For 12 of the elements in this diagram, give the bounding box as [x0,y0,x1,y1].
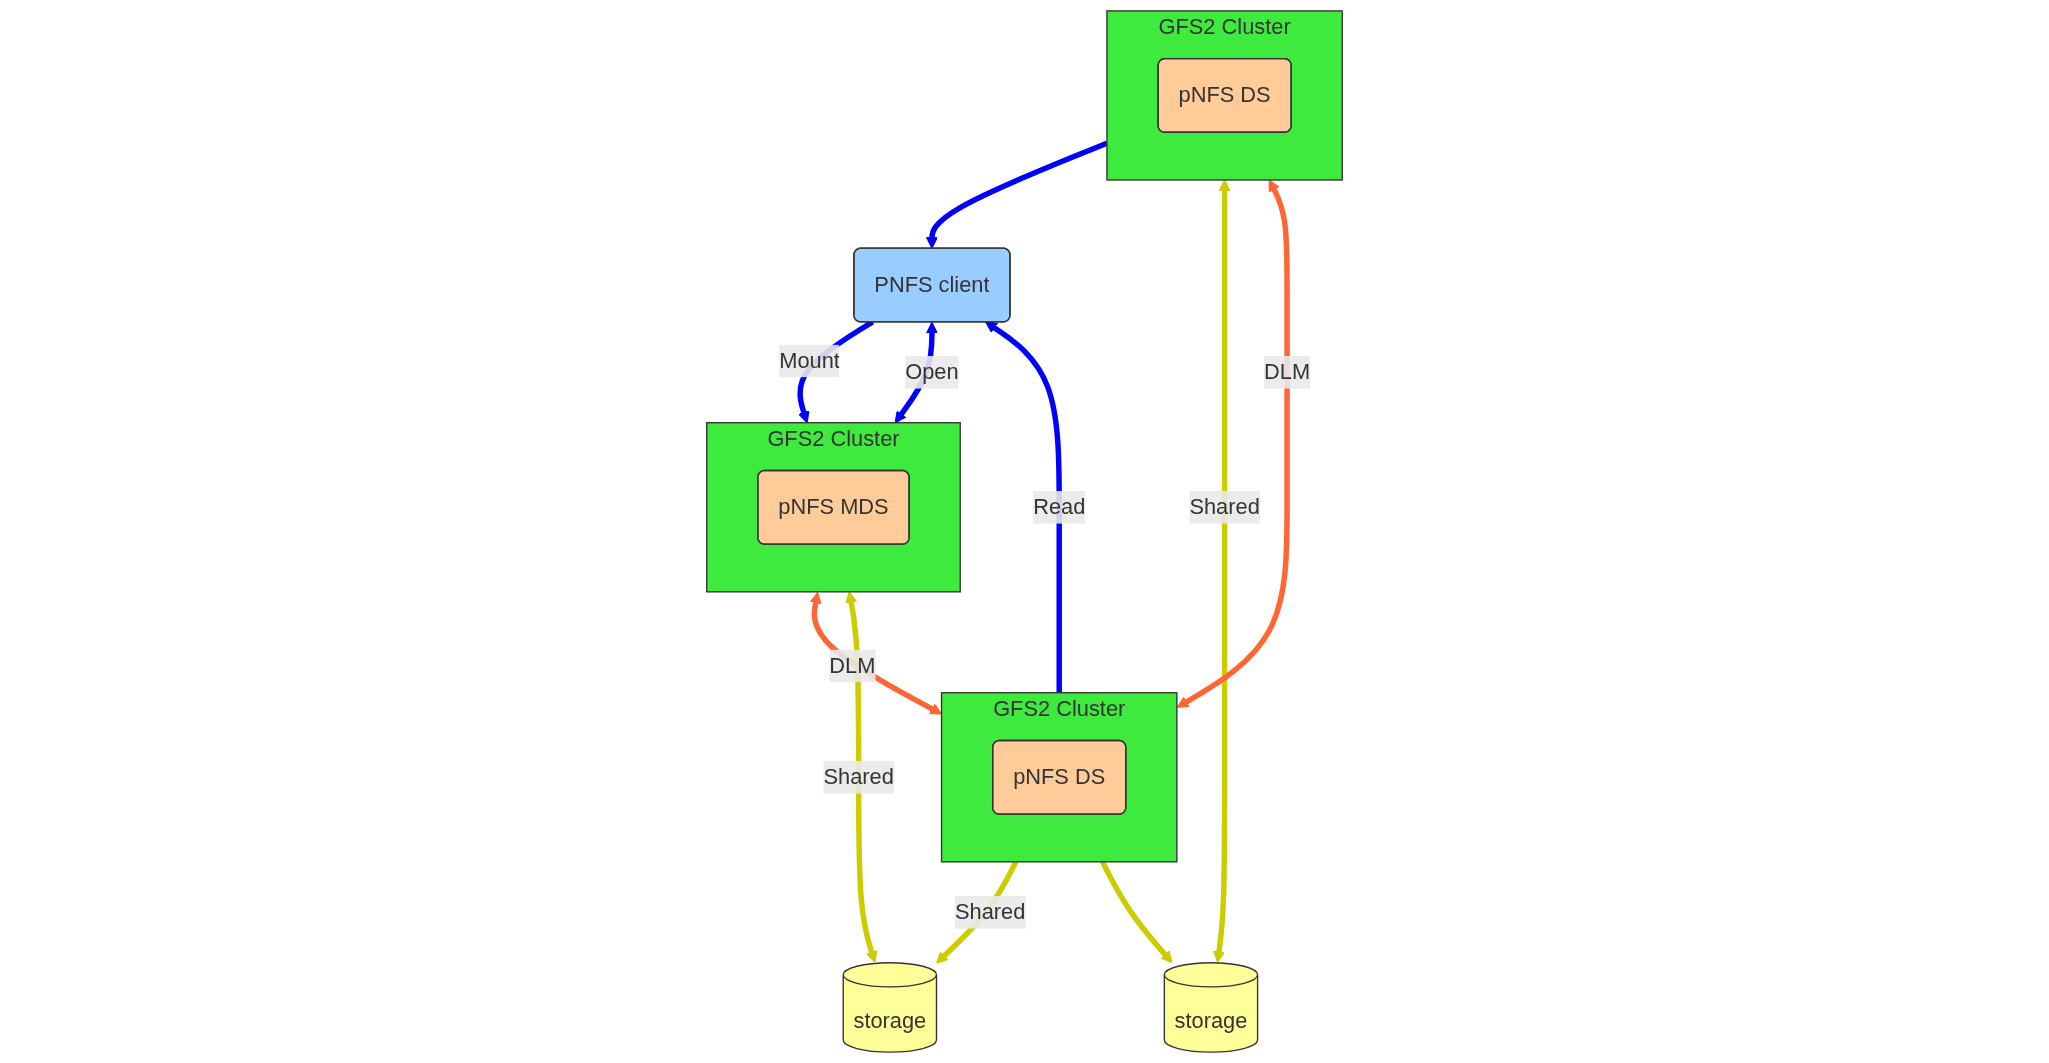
arrow [1176,179,1290,708]
arrow [1100,860,1173,964]
edge-label: DLM [1264,360,1311,384]
edge-label: Shared [954,900,1026,924]
edge-label: DLM [829,653,876,677]
arrow [1213,179,1231,963]
arrow [985,321,1062,693]
edge-label: Mount [779,348,840,372]
edge-label: Read [1033,495,1086,519]
edge-label: Open [905,360,959,384]
edge-label: Shared [1189,495,1260,519]
edge-label: Shared [823,765,894,789]
